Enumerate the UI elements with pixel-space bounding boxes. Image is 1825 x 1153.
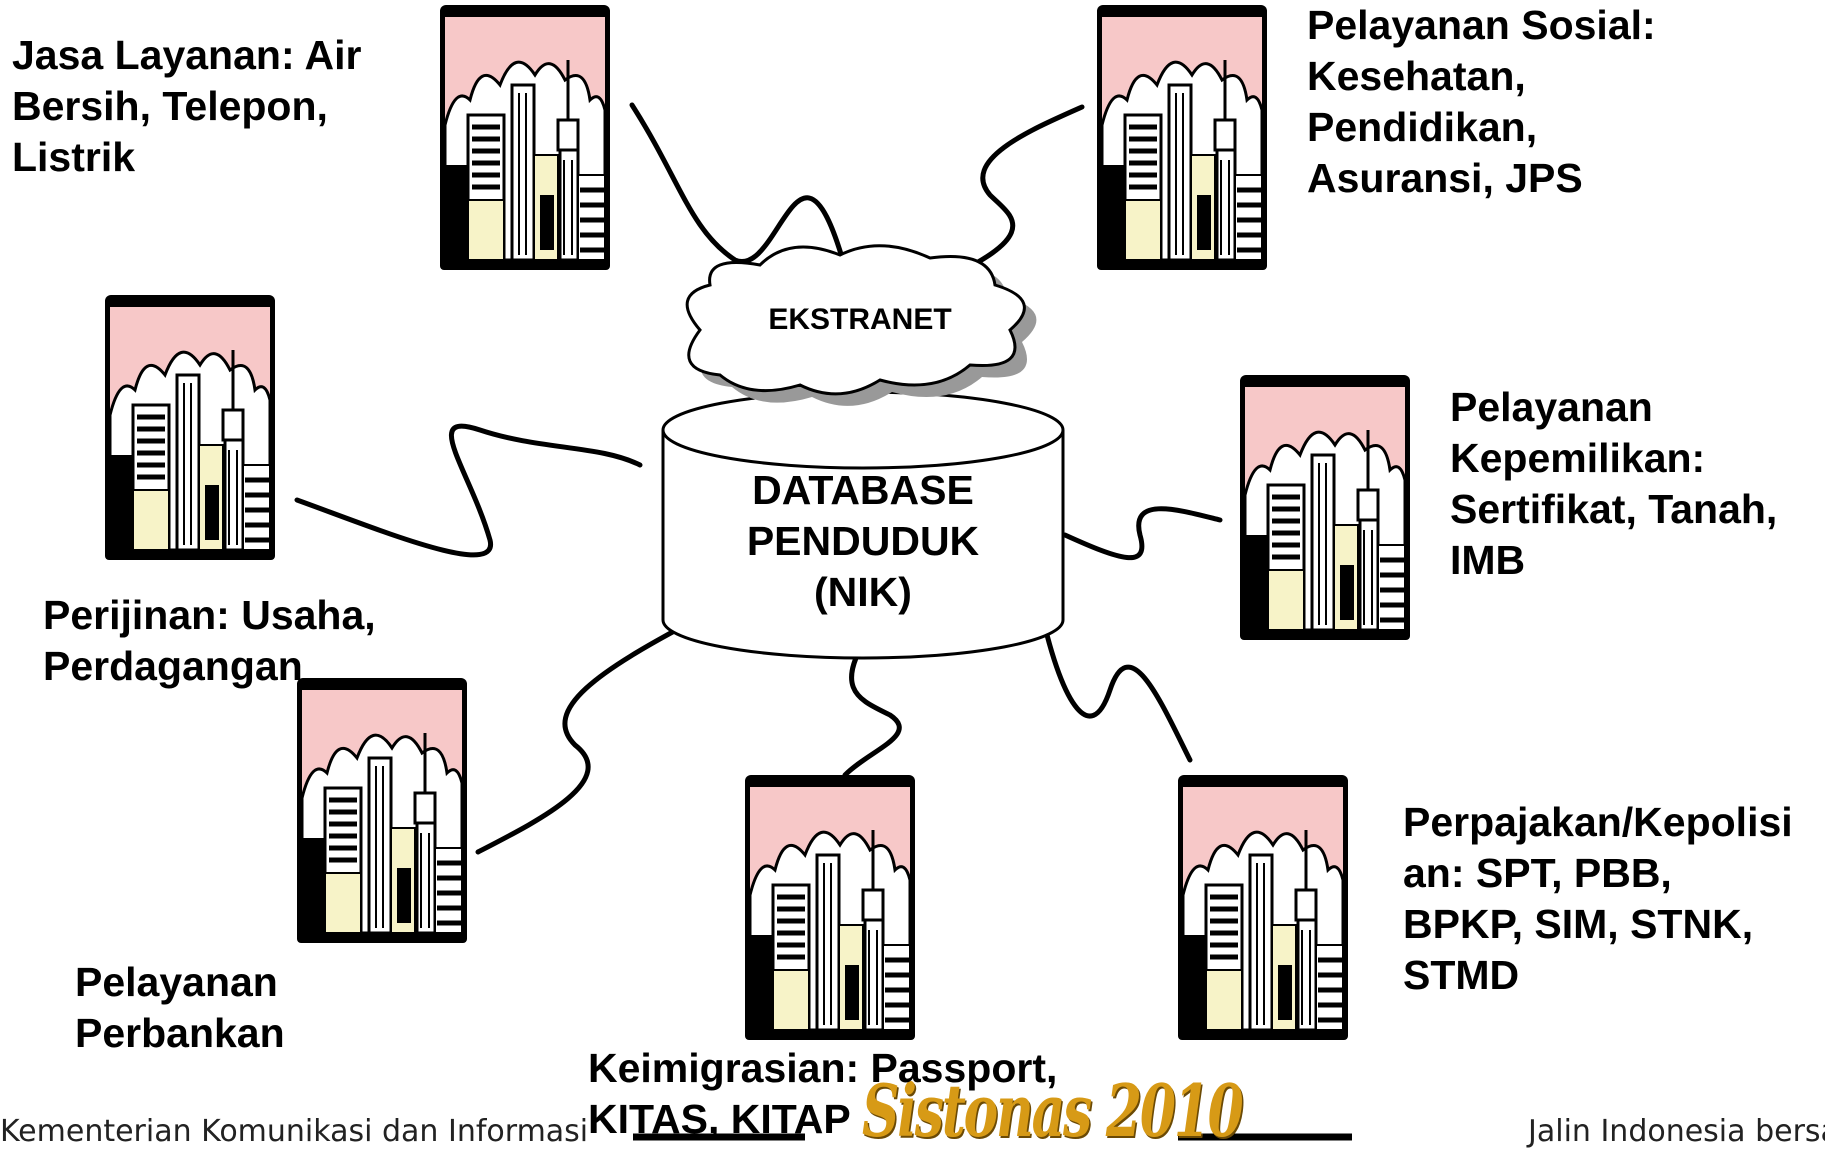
label-pelayanan-kepemilikan: Pelayanan Kepemilikan: Sertifikat, Tanah… [1450,384,1778,583]
footer-ministry-text: Kementerian Komunikasi dan Informasi [0,1114,589,1149]
label-pelayanan-sosial: Pelayanan Sosial: Kesehatan, Pendidikan,… [1307,2,1656,201]
sistonas-logo: Sistonas 2010 [862,1068,1244,1153]
city-building-icon [1240,375,1410,640]
label-perpajakan: Perpajakan/Kepolisi an: SPT, PBB, BPKP, … [1403,799,1793,998]
ekstranet-cloud [685,244,1037,406]
footer-slogan-text: Jalin Indonesia bersa [1528,1114,1825,1149]
connector-kepemilikan [1062,506,1223,560]
label-jasa-layanan: Jasa Layanan: Air Bersih, Telepon, Listr… [12,32,362,180]
connector-perpajakan [1037,602,1193,763]
city-building-icon [1178,775,1348,1040]
database-cylinder [661,390,1065,660]
connector-jasa [629,102,850,278]
database-label: DATABASE PENDUDUK (NIK) [746,467,980,615]
label-perijinan: Perijinan: Usaha, Perdagangan [43,592,376,689]
label-keimigrasian: Keimigrasian: Passport, KITAS, KITAP [588,1045,1058,1142]
connector-perbankan [475,617,698,855]
city-building-icon [440,5,610,270]
connector-perijinan [294,423,643,558]
label-pelayanan-perbankan: Pelayanan Perbankan [75,959,285,1056]
connector-sosial [927,104,1085,288]
city-building-icon [297,678,467,943]
ekstranet-label: EKSTRANET [768,303,952,336]
city-building-icon [1097,5,1267,270]
city-building-icon [745,775,915,1040]
connector-keimigrasian [842,625,902,778]
city-building-icon [105,295,275,560]
